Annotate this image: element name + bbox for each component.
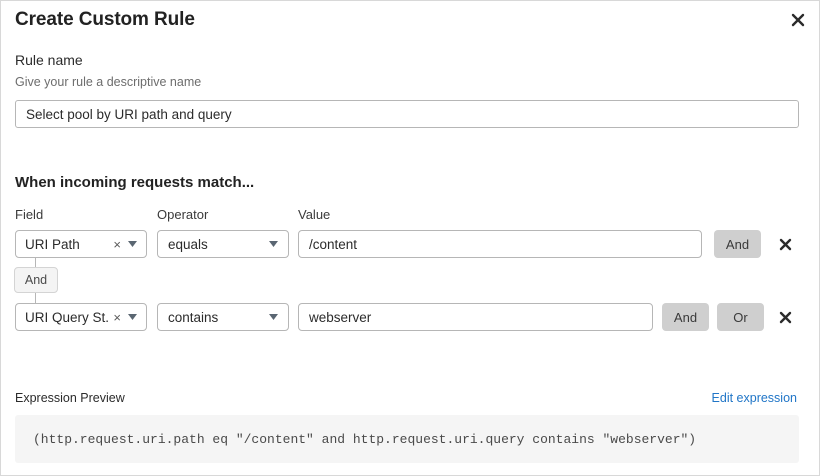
close-dialog-button[interactable] xyxy=(785,7,811,33)
chevron-down-icon xyxy=(266,314,288,320)
page-title: Create Custom Rule xyxy=(15,9,195,30)
column-header-field: Field xyxy=(15,207,44,222)
and-button-1[interactable]: And xyxy=(714,230,761,258)
rule-name-label: Rule name xyxy=(15,52,83,68)
edit-expression-link[interactable]: Edit expression xyxy=(711,391,797,405)
expression-preview-label: Expression Preview xyxy=(15,391,125,405)
expression-preview-box: (http.request.uri.path eq "/content" and… xyxy=(15,415,799,463)
close-icon xyxy=(791,13,805,27)
or-button-2[interactable]: Or xyxy=(717,303,764,331)
clear-field-icon[interactable]: × xyxy=(113,236,121,252)
and-button-2[interactable]: And xyxy=(662,303,709,331)
chevron-down-icon xyxy=(125,241,146,247)
clear-field-icon[interactable]: × xyxy=(113,309,121,325)
field-select-2-value: URI Query St... xyxy=(25,309,110,325)
chevron-down-icon xyxy=(125,314,146,320)
expression-preview-text: (http.request.uri.path eq "/content" and… xyxy=(33,431,697,447)
close-icon xyxy=(779,311,791,323)
remove-condition-button-2[interactable] xyxy=(775,303,795,331)
chevron-down-icon xyxy=(266,241,288,247)
rule-name-help-text: Give your rule a descriptive name xyxy=(15,75,202,89)
remove-condition-button-1[interactable] xyxy=(775,230,795,258)
rule-name-input[interactable] xyxy=(15,100,799,128)
field-select-2[interactable]: URI Query St... × xyxy=(15,303,147,331)
operator-select-2-value: contains xyxy=(168,309,219,325)
operator-select-1-value: equals xyxy=(168,236,208,252)
operator-select-2[interactable]: contains xyxy=(157,303,289,331)
field-select-1[interactable]: URI Path × xyxy=(15,230,147,258)
logic-connector-and[interactable]: And xyxy=(14,267,58,293)
connector-line-bottom xyxy=(35,293,36,303)
value-input-1[interactable] xyxy=(298,230,702,258)
column-header-value: Value xyxy=(298,207,331,222)
field-select-1-value: URI Path xyxy=(25,236,80,252)
match-section-heading: When incoming requests match... xyxy=(15,174,255,191)
operator-select-1[interactable]: equals xyxy=(157,230,289,258)
connector-line-top xyxy=(35,258,36,268)
value-input-2[interactable] xyxy=(298,303,653,331)
close-icon xyxy=(779,238,791,250)
column-header-operator: Operator xyxy=(157,207,209,222)
